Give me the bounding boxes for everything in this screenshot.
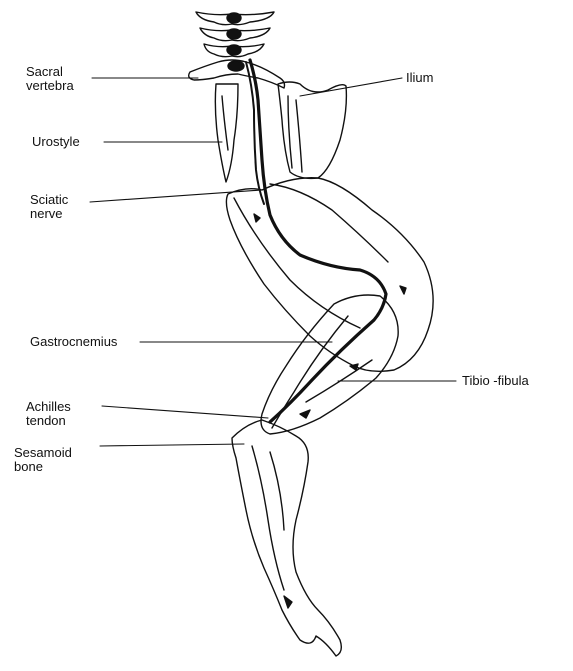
label-line: Urostyle — [32, 135, 80, 149]
label-line: Gastrocnemius — [30, 335, 117, 349]
label-achilles-tendon: Achilles tendon — [26, 400, 71, 428]
label-sacral-vertebra: Sacral vertebra — [26, 65, 74, 93]
foot — [232, 420, 341, 656]
leader-lines — [90, 78, 456, 446]
label-tibio-fibula: Tibio -fibula — [462, 374, 529, 388]
label-line: Sciatic — [30, 193, 68, 207]
label-sciatic-nerve: Sciatic nerve — [30, 193, 68, 221]
label-line: bone — [14, 460, 72, 474]
label-line: Sacral — [26, 65, 74, 79]
label-line: Ilium — [406, 71, 433, 85]
label-line: Sesamoid — [14, 446, 72, 460]
ilium-bone — [278, 82, 346, 178]
vertebral-column — [189, 12, 285, 88]
label-line: Tibio -fibula — [462, 374, 529, 388]
sciatic-nerve — [246, 60, 386, 422]
label-line: Achilles — [26, 400, 71, 414]
label-urostyle: Urostyle — [32, 135, 80, 149]
label-gastrocnemius: Gastrocnemius — [30, 335, 117, 349]
urostyle-bone — [215, 84, 238, 182]
label-line: vertebra — [26, 79, 74, 93]
label-sesamoid-bone: Sesamoid bone — [14, 446, 72, 474]
label-line: nerve — [30, 207, 68, 221]
label-line: tendon — [26, 414, 71, 428]
label-ilium: Ilium — [406, 71, 433, 85]
